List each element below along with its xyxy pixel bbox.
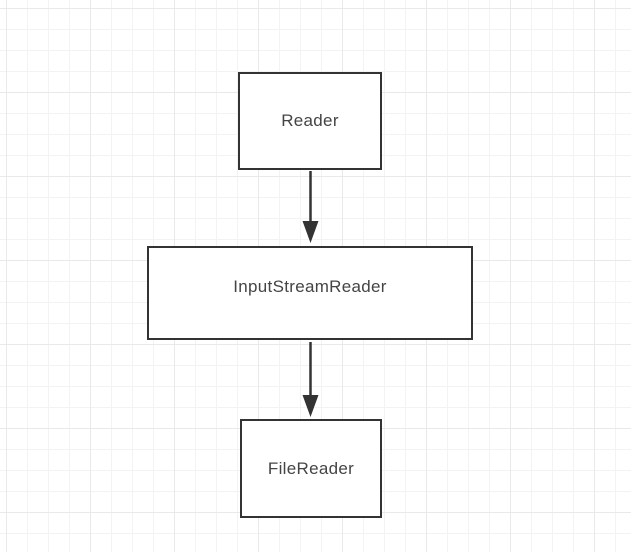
node-reader[interactable]: Reader <box>238 72 382 170</box>
edge-reader-to-inputstreamreader[interactable] <box>302 171 319 243</box>
edge-inputstreamreader-to-filereader[interactable] <box>302 342 319 417</box>
node-reader-label: Reader <box>281 111 339 130</box>
arrowhead-down-icon <box>302 395 319 417</box>
node-file-reader[interactable]: FileReader <box>240 419 382 518</box>
node-file-reader-label: FileReader <box>267 458 355 478</box>
node-input-stream-reader[interactable]: InputStreamReader <box>147 246 473 340</box>
arrowhead-down-icon <box>302 221 319 243</box>
node-input-stream-reader-label: InputStreamReader <box>233 277 387 296</box>
